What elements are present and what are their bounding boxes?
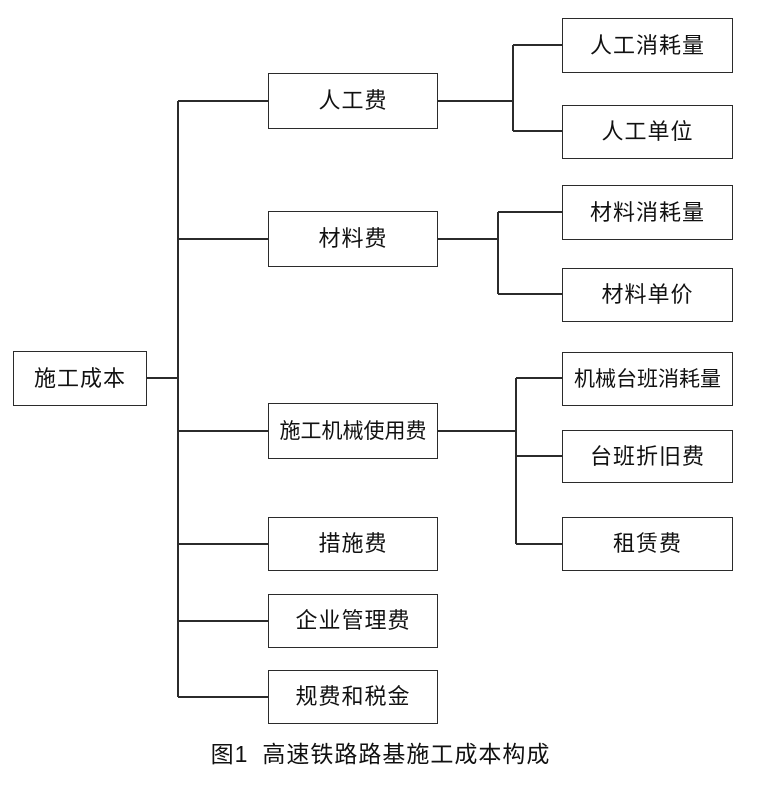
node-measures-cost[interactable]: 措施费 (268, 517, 438, 571)
node-labor-unit-label: 人工单位 (601, 119, 694, 144)
node-rental-cost[interactable]: 租赁费 (562, 517, 733, 571)
node-labor-cost[interactable]: 人工费 (268, 73, 438, 129)
node-machinery-usage-cost-label: 施工机械使用费 (279, 419, 427, 443)
node-material-consumption[interactable]: 材料消耗量 (562, 185, 733, 240)
figure-caption: 图1 高速铁路路基施工成本构成 (0, 735, 761, 769)
node-enterprise-management-cost[interactable]: 企业管理费 (268, 594, 438, 648)
node-material-consumption-label: 材料消耗量 (589, 199, 705, 225)
node-labor-consumption-label: 人工消耗量 (589, 32, 705, 58)
node-measures-cost-label: 措施费 (318, 531, 388, 556)
node-shift-depreciation-cost-label: 台班折旧费 (589, 443, 705, 469)
node-machine-shift-consumption-label: 机械台班消耗量 (574, 367, 721, 391)
node-labor-cost-label: 人工费 (318, 88, 388, 113)
node-root-label: 施工成本 (33, 365, 126, 391)
node-root-construction-cost[interactable]: 施工成本 (13, 351, 147, 406)
figure-caption-number: 图1 (210, 741, 249, 767)
figure-caption-text: 高速铁路路基施工成本构成 (262, 741, 551, 767)
node-fees-and-taxes-label: 规费和税金 (295, 684, 411, 709)
node-material-unit-price-label: 材料单价 (601, 282, 694, 307)
node-fees-and-taxes[interactable]: 规费和税金 (268, 670, 438, 724)
node-material-cost-label: 材料费 (318, 226, 388, 251)
node-enterprise-management-cost-label: 企业管理费 (295, 608, 411, 633)
node-material-cost[interactable]: 材料费 (268, 211, 438, 267)
node-labor-unit[interactable]: 人工单位 (562, 105, 733, 159)
node-machine-shift-consumption[interactable]: 机械台班消耗量 (562, 352, 733, 406)
node-shift-depreciation-cost[interactable]: 台班折旧费 (562, 430, 733, 483)
node-labor-consumption[interactable]: 人工消耗量 (562, 18, 733, 73)
node-machinery-usage-cost[interactable]: 施工机械使用费 (268, 403, 438, 459)
node-rental-cost-label: 租赁费 (612, 531, 682, 556)
node-material-unit-price[interactable]: 材料单价 (562, 268, 733, 322)
